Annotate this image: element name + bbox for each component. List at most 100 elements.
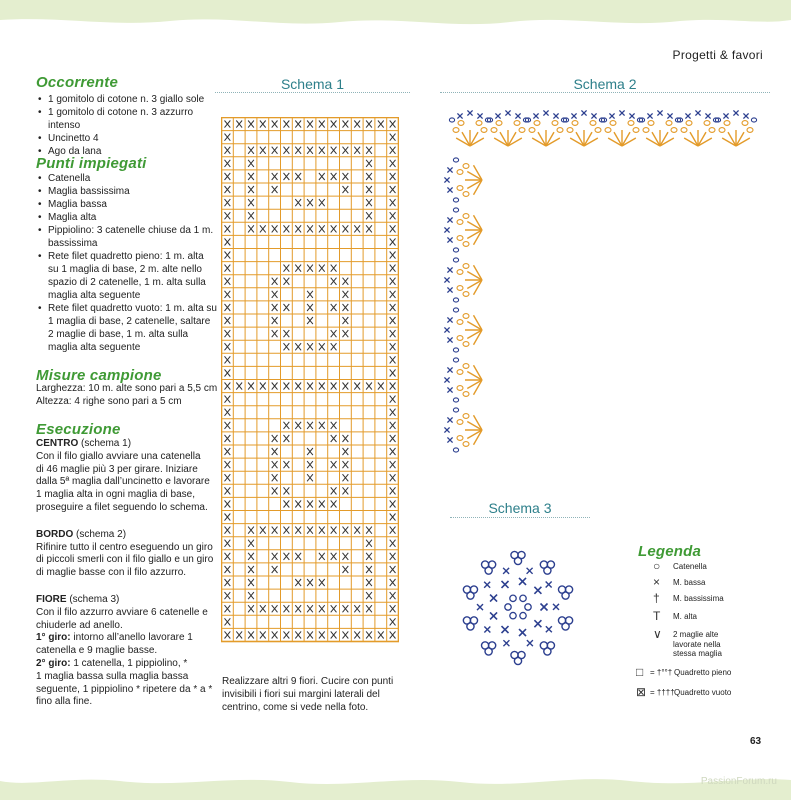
filled-square — [389, 120, 396, 128]
filled-square — [294, 382, 302, 390]
filled-square — [389, 486, 396, 495]
cross-stroke — [342, 329, 349, 338]
schema1-rule — [215, 92, 410, 93]
stitch-item: Maglia bassa — [36, 198, 221, 211]
filled-square — [389, 342, 396, 351]
occorrente-heading: Occorrente — [36, 74, 119, 91]
cross-stroke — [330, 434, 337, 443]
legend-label: Catenella — [673, 562, 707, 571]
chain-mark — [566, 127, 574, 133]
filled-square — [224, 369, 231, 377]
filled-square — [224, 434, 231, 443]
cross-stroke — [224, 513, 231, 521]
treble-stroke — [569, 137, 585, 147]
filled-square — [342, 316, 349, 325]
filled-square — [377, 631, 385, 639]
treble-stroke — [613, 131, 623, 147]
chain-mark — [456, 269, 464, 275]
center-ring — [504, 594, 532, 620]
cross-stroke — [271, 224, 278, 233]
esecuzione-heading: Esecuzione — [36, 421, 121, 438]
filled-square — [294, 552, 302, 561]
filled-square — [330, 120, 337, 128]
top-scallop — [714, 109, 758, 147]
schema3-title: Schema 3 — [488, 500, 552, 516]
cross-stroke — [318, 342, 326, 351]
filled-square — [389, 198, 396, 207]
outer-picot — [480, 560, 510, 575]
cross-stroke — [259, 382, 267, 390]
filled-square — [259, 631, 267, 639]
chain-mark — [452, 297, 460, 303]
cross-stroke — [389, 604, 396, 613]
treble-stroke — [545, 137, 561, 147]
filled-square — [259, 382, 267, 390]
legend-label: M. bassa — [673, 578, 706, 587]
filled-square — [318, 552, 326, 561]
filled-square — [271, 303, 278, 312]
sc-stroke — [446, 366, 454, 374]
filled-square — [318, 604, 326, 613]
cross-stroke — [306, 526, 314, 535]
cross-stroke — [271, 120, 278, 128]
filled-square — [271, 382, 278, 390]
sc-stroke — [732, 109, 740, 117]
filled-square — [330, 526, 337, 535]
sc-stroke — [514, 112, 522, 120]
filled-square — [389, 251, 396, 259]
side-scallop — [443, 307, 483, 353]
cross-stroke — [224, 447, 231, 456]
cross-stroke — [271, 473, 278, 482]
filled-square — [283, 264, 290, 273]
filled-square — [283, 277, 290, 286]
cross-stroke — [365, 631, 373, 639]
cross-stroke — [342, 460, 349, 469]
cross-stroke — [365, 526, 373, 535]
filled-square — [224, 591, 231, 600]
chain-mark — [462, 313, 470, 319]
cross-stroke — [342, 552, 349, 561]
cross-stroke — [342, 224, 349, 233]
cross-stroke — [330, 552, 337, 561]
stitch-item: Maglia alta — [36, 211, 221, 224]
treble-stroke — [621, 131, 631, 147]
centro-ref: (schema 1) — [78, 438, 132, 449]
cross-stroke — [294, 342, 302, 351]
cross-stroke — [342, 486, 349, 495]
cross-stroke — [330, 264, 337, 273]
sc-stroke — [443, 426, 451, 434]
sc-stroke — [446, 266, 454, 274]
cross-stroke — [224, 238, 231, 246]
cross-stroke — [224, 224, 231, 233]
top-scallop — [486, 109, 530, 147]
filled-square — [306, 578, 314, 587]
filled-square — [283, 303, 290, 312]
treble-stroke — [472, 329, 483, 346]
cross-stroke — [294, 552, 302, 561]
cross-stroke — [389, 565, 396, 574]
cross-stroke — [283, 303, 290, 312]
filled-square — [247, 224, 255, 233]
sc-stroke — [570, 112, 578, 120]
side-scallop — [443, 257, 483, 303]
cross-stroke — [389, 146, 396, 155]
inner-sc — [500, 580, 510, 589]
filled-square — [271, 447, 278, 456]
side-scallop — [443, 357, 483, 403]
cross-stroke — [224, 290, 231, 299]
cross-stroke — [271, 185, 278, 194]
filled-square — [224, 238, 231, 246]
cross-stroke — [318, 631, 326, 639]
filled-square — [389, 382, 396, 390]
cross-stroke — [224, 316, 231, 325]
chain-mark — [456, 285, 464, 291]
cross-stroke — [389, 617, 396, 626]
filled-square — [306, 290, 314, 299]
treble-stroke — [469, 137, 485, 147]
legend-label: M. bassissima — [673, 594, 724, 603]
filled-square — [318, 382, 326, 390]
filled-square — [294, 578, 302, 587]
cross-stroke — [389, 539, 396, 548]
bordo-label: BORDO — [36, 528, 74, 540]
cross-stroke — [283, 604, 290, 613]
